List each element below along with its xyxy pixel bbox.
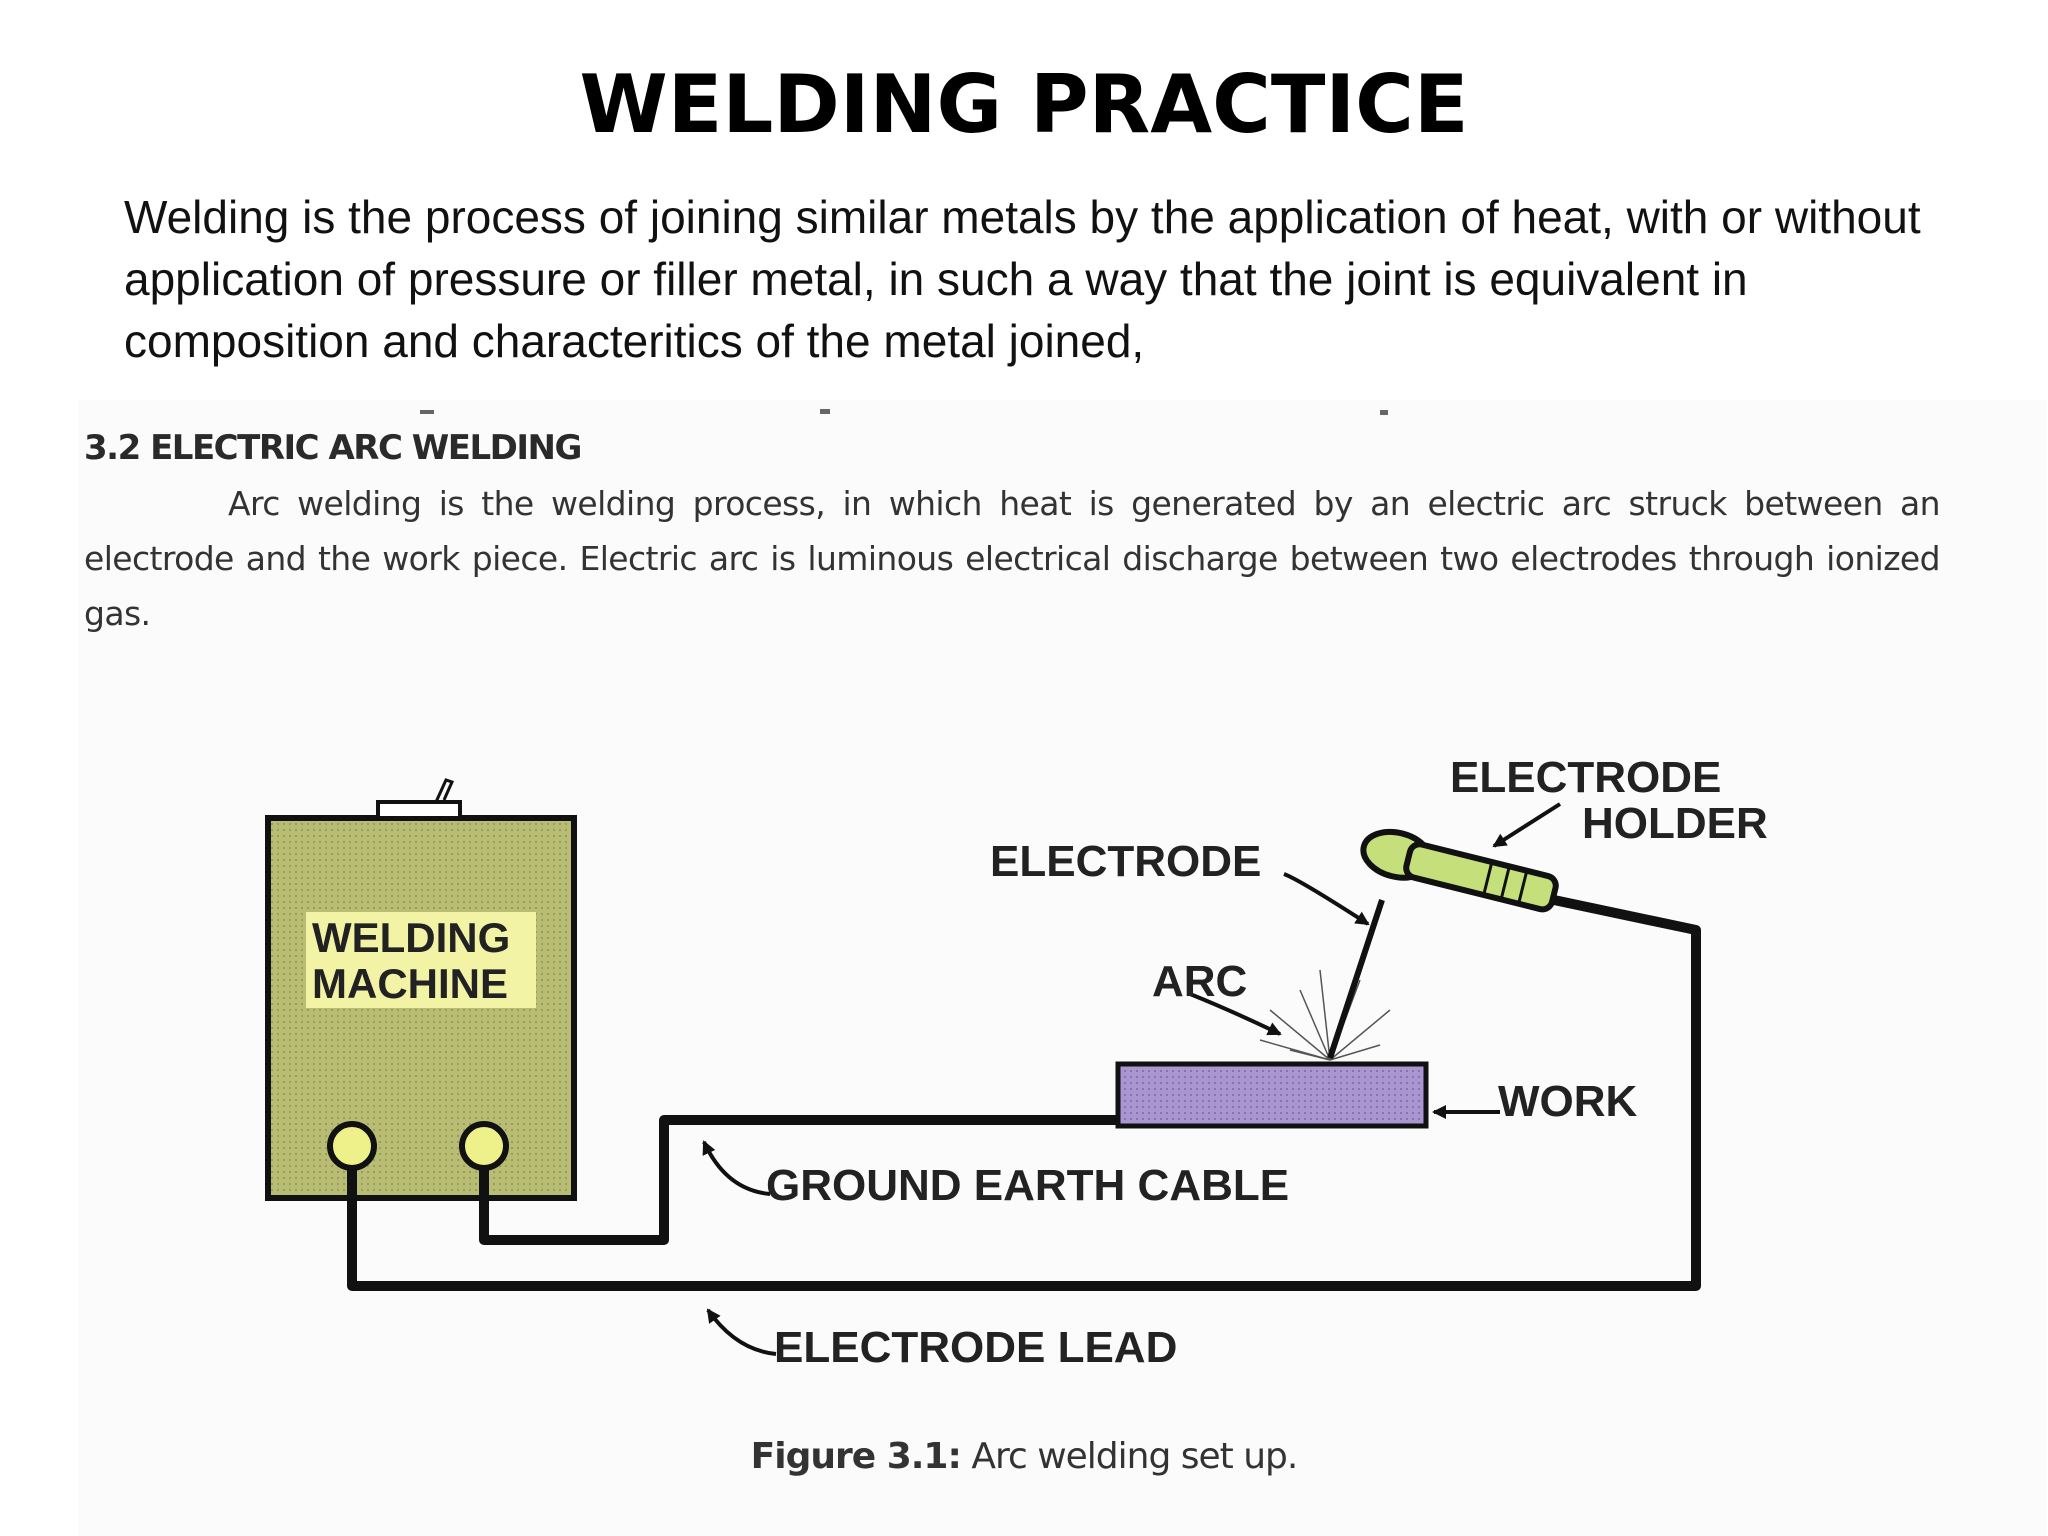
work-piece — [1115, 1061, 1429, 1129]
figure-caption: Figure 3.1: Arc welding set up. — [0, 1436, 2048, 1477]
ground-cable-arrow — [702, 1140, 771, 1196]
arc-arrow — [1189, 992, 1282, 1036]
terminal-left — [327, 1121, 377, 1171]
label-electrode: ELECTRODE — [990, 837, 1261, 886]
terminal-right — [459, 1121, 509, 1171]
slide-intro-paragraph: Welding is the process of joining simila… — [124, 191, 1921, 367]
label-work: WORK — [1498, 1077, 1638, 1126]
machine-label-line1: WELDING — [312, 914, 510, 961]
label-electrode-holder-line2: HOLDER — [1582, 799, 1768, 848]
slide-title: WELDING PRACTICE — [579, 58, 1469, 151]
section-body-paragraph: Arc welding is the welding process, in w… — [84, 484, 1941, 633]
leader-arrows — [702, 802, 1562, 1356]
label-ground-earth-cable: GROUND EARTH CABLE — [766, 1161, 1289, 1210]
figure-caption-prefix: Figure 3.1: — [750, 1436, 962, 1477]
electrode-lead-line — [347, 895, 1701, 1291]
scan-artifact — [420, 409, 1388, 415]
arc-sparks — [1259, 969, 1391, 1061]
ground-earth-cable-line — [479, 1115, 1120, 1245]
label-electrode-lead: ELECTRODE LEAD — [774, 1323, 1177, 1372]
welding-machine: WELDING MACHINE — [265, 778, 577, 1201]
figure-caption-text: Arc welding set up. — [960, 1436, 1298, 1477]
label-arc: ARC — [1152, 957, 1247, 1006]
electrode-arrow — [1283, 872, 1370, 926]
machine-label-line2: MACHINE — [312, 960, 508, 1007]
electrode-holder-arrow — [1492, 802, 1562, 848]
label-electrode-holder-line1: ELECTRODE — [1450, 753, 1721, 802]
section-heading: 3.2 ELECTRIC ARC WELDING — [84, 428, 582, 468]
cables — [347, 895, 1701, 1291]
electrode-rod — [1327, 899, 1385, 1059]
electrode-lead-arrow — [706, 1308, 777, 1356]
electrode-holder — [1360, 828, 1559, 913]
